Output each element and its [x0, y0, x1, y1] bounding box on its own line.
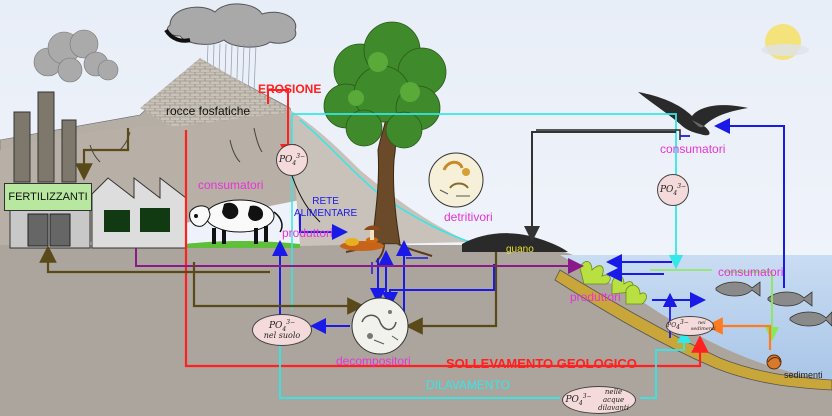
sediment-location: nei sedimenti	[690, 320, 716, 332]
fertilizer-label: FERTILIZZANTI	[8, 191, 88, 203]
po4-sup: 3−	[296, 152, 306, 160]
po4-base: PO	[278, 154, 293, 165]
food-web-label: RETE ALIMENTARE	[294, 196, 357, 220]
food-web-arrow	[299, 214, 348, 240]
erosion-label: EROSIONE	[258, 82, 322, 96]
food-web-label-line1: RETE	[312, 196, 339, 207]
detritivore-icon	[428, 152, 484, 208]
po4-sup: 3−	[677, 182, 687, 190]
mushroom-icon	[340, 225, 384, 251]
fish-consumers-label: consumatori	[718, 265, 784, 279]
po4-sub: 4	[673, 189, 678, 197]
detritivores-label: detritivori	[444, 210, 493, 224]
po4-sub: 4	[578, 399, 583, 407]
fertilizer-sign: FERTILIZZANTI	[4, 183, 92, 211]
po4-sup: 3−	[582, 392, 592, 400]
tree-icon	[323, 21, 447, 263]
po4-sub: 4	[292, 159, 297, 167]
uplift-arrow	[184, 130, 709, 368]
shell-icon	[766, 354, 782, 370]
phosphate-erosion: PO43−	[276, 144, 308, 176]
guano-label: guano	[506, 244, 534, 255]
land-consumers-label: consumatori	[198, 178, 264, 192]
po4-sub: 4	[282, 325, 287, 333]
decomposers-label: decompositori	[336, 354, 411, 368]
guano-mound	[462, 233, 568, 252]
sun-icon	[761, 24, 809, 60]
po4-sup: 3−	[286, 318, 296, 326]
phosphate-rocks-label: rocce fosfatiche	[166, 104, 251, 118]
runoff-arrow-bottom	[279, 340, 560, 399]
po4-sub: 4	[676, 324, 680, 332]
po4-base: PO	[268, 320, 283, 331]
bird-icon	[638, 92, 748, 136]
po4-base: PO	[667, 322, 677, 330]
fish-icon	[715, 281, 832, 327]
sea-producers-label: produttori	[570, 290, 621, 304]
sediments-label: sedimenti	[784, 370, 823, 380]
phosphate-soil: PO43− nel suolo	[252, 314, 312, 346]
bird-consumers-label: consumatori	[660, 142, 726, 156]
po4-sup: 3−	[679, 319, 689, 327]
phosphate-sediments: PO43− nei sedimenti	[666, 316, 716, 336]
runoff-label: DILAVAMENTO	[426, 378, 511, 392]
decomposer-icon	[351, 297, 409, 355]
land-producers-label: produttori	[282, 226, 333, 240]
food-web-label-line2: ALIMENTARE	[294, 208, 358, 219]
runoff-arrow-top	[292, 113, 684, 270]
uplift-label: SOLLEVAMENTO GEOLOGICO	[446, 356, 637, 371]
phosphate-rock-layer	[140, 58, 290, 132]
sediment-band	[554, 269, 832, 391]
runoff-location: nelle acque dilavanti	[598, 388, 629, 412]
guano-arrow	[524, 131, 676, 242]
smoke	[33, 29, 119, 83]
phosphate-runoff: PO43− nelle acque dilavanti	[562, 386, 636, 414]
sediment-arrow	[705, 317, 772, 350]
fertilizer-arrow	[75, 128, 130, 181]
purple-arrow	[135, 248, 584, 274]
soil-location: nel suolo	[263, 331, 301, 341]
phosphate-sea: PO43−	[657, 174, 689, 206]
cow-icon	[189, 199, 283, 244]
slope	[290, 110, 470, 246]
factory-icon	[9, 91, 187, 249]
po4-base: PO	[565, 394, 579, 405]
po4-base: PO	[659, 184, 674, 195]
